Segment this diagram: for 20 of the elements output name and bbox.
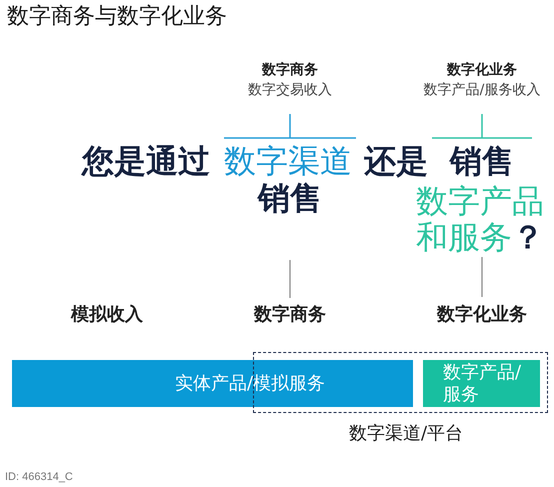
segment-bar xyxy=(12,360,413,407)
column-subheading: 数字交易收入 xyxy=(248,82,332,98)
bar-label: 数字产品/服务 xyxy=(443,362,522,406)
highlight-text: 数字产品和服务？ xyxy=(416,183,545,255)
highlight-text: 数字渠道 xyxy=(224,143,352,180)
category-label: 模拟收入 xyxy=(71,305,143,326)
column-heading: 数字化业务 xyxy=(447,62,517,78)
title: 数字商务与数字化业务 xyxy=(7,4,227,30)
category-label: 数字商务 xyxy=(254,305,326,326)
frame-label: 数字渠道/平台 xyxy=(348,424,464,445)
category-label: 数字化业务 xyxy=(437,305,527,326)
question-text: 销售 xyxy=(258,180,322,217)
question-text: 销售 xyxy=(450,143,514,180)
bar-label: 实体产品/模拟服务 xyxy=(175,372,326,394)
column-heading: 数字商务 xyxy=(262,62,318,78)
segment-bar xyxy=(423,360,540,407)
question-text: 您是通过 xyxy=(82,143,210,180)
column-subheading: 数字产品/服务收入 xyxy=(424,82,540,98)
question-text: 还是 xyxy=(364,143,428,180)
document-id: ID: 466314_C xyxy=(5,471,73,484)
